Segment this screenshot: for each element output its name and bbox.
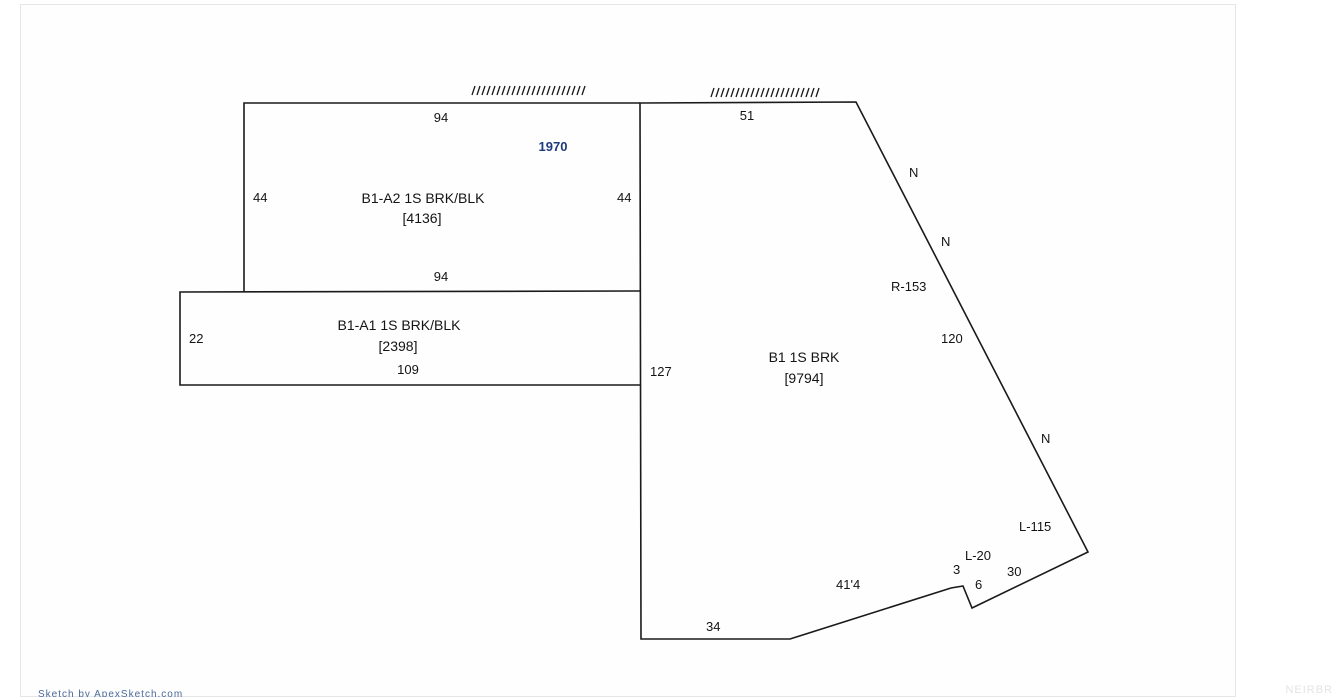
- hatch-mark: [511, 85, 516, 96]
- dim-b1-left: 127: [650, 364, 672, 379]
- hatch-mark: [765, 87, 770, 98]
- hatch-mark: [556, 85, 561, 96]
- hatch-mark: [750, 87, 755, 98]
- dim-b1-notch-b: 6: [975, 577, 983, 592]
- hatch-mark: [720, 87, 725, 98]
- year-built-label: 1970: [538, 139, 568, 154]
- area-b1-outline: [639, 101, 1090, 640]
- hatch-mark: [740, 87, 745, 98]
- area-b1-name: B1 1S BRK: [768, 349, 840, 365]
- dim-b1-top: 51: [739, 108, 755, 123]
- hatch-mark: [755, 87, 760, 98]
- dim-a2-right: 44: [617, 190, 632, 205]
- dim-b1-east: 120: [941, 331, 963, 346]
- hatch-mark: [516, 85, 521, 96]
- watermark: NEIRBR: [1285, 684, 1333, 696]
- hatch-mark: [725, 87, 730, 98]
- hatch-mark: [506, 85, 511, 96]
- hatch-mark: [496, 85, 501, 96]
- direction-n-2: N: [941, 234, 951, 249]
- area-a2-size: [4136]: [402, 210, 442, 226]
- hatch-mark: [531, 85, 536, 96]
- hatch-marks-left: [471, 85, 586, 96]
- curve-r153: R-153: [891, 279, 927, 294]
- area-a1-name: B1-A1 1S BRK/BLK: [337, 317, 461, 333]
- area-b1-size: [9794]: [784, 370, 824, 386]
- hatch-mark: [576, 85, 581, 96]
- hatch-mark: [581, 85, 586, 96]
- dim-b1-notch-a: 3: [953, 562, 961, 577]
- hatch-mark: [780, 87, 785, 98]
- hatch-mark: [790, 87, 795, 98]
- hatch-mark: [486, 85, 491, 96]
- hatch-mark: [730, 87, 735, 98]
- hatch-mark: [785, 87, 790, 98]
- area-a2-outline: [243, 102, 640, 292]
- hatch-mark: [745, 87, 750, 98]
- area-a1-size: [2398]: [378, 338, 418, 354]
- dim-a2-left: 44: [253, 190, 268, 205]
- hatch-mark: [481, 85, 486, 96]
- hatch-mark: [476, 85, 481, 96]
- direction-n-1: N: [909, 165, 919, 180]
- dim-b1-side: 30: [1007, 564, 1022, 579]
- hatch-mark: [795, 87, 800, 98]
- hatch-mark: [561, 85, 566, 96]
- direction-n-3: N: [1041, 431, 1051, 446]
- footer-credit: Sketch by ApexSketch.com: [38, 689, 184, 697]
- hatch-mark: [810, 87, 815, 98]
- hatch-mark: [491, 85, 496, 96]
- hatch-mark: [471, 85, 476, 96]
- dim-b1-bottom: 34: [706, 619, 721, 634]
- hatch-mark: [571, 85, 576, 96]
- hatch-mark: [800, 87, 805, 98]
- dim-a1-left: 22: [189, 331, 204, 346]
- hatch-mark: [735, 87, 740, 98]
- hatch-mark: [541, 85, 546, 96]
- hatch-mark: [805, 87, 810, 98]
- hatch-mark: [715, 87, 720, 98]
- dim-a1-bottom: 109: [397, 362, 419, 377]
- hatch-mark: [815, 87, 820, 98]
- hatch-mark: [501, 85, 506, 96]
- hatch-mark: [551, 85, 556, 96]
- area-a2-name: B1-A2 1S BRK/BLK: [361, 190, 485, 206]
- hatch-mark: [710, 87, 715, 98]
- curve-l115: L-115: [1019, 519, 1052, 534]
- hatch-mark: [775, 87, 780, 98]
- hatch-mark: [760, 87, 765, 98]
- hatch-mark: [546, 85, 551, 96]
- dim-a2-top: 94: [433, 110, 449, 125]
- hatch-mark: [526, 85, 531, 96]
- hatch-marks-right: [710, 87, 820, 98]
- hatch-mark: [770, 87, 775, 98]
- sketch-frame: [20, 4, 1236, 697]
- area-a1-outline: [179, 290, 641, 386]
- dim-a2-bottom: 94: [433, 269, 449, 284]
- dim-b1-diagonal: 41'4: [836, 577, 861, 592]
- hatch-mark: [521, 85, 526, 96]
- hatch-mark: [536, 85, 541, 96]
- hatch-mark: [566, 85, 571, 96]
- curve-l20: L-20: [965, 548, 992, 563]
